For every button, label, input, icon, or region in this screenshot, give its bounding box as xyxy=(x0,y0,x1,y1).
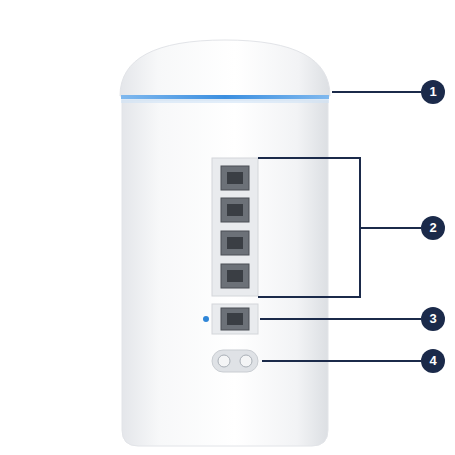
callout-number: 1 xyxy=(421,80,445,104)
callout-circles xyxy=(421,80,445,373)
callout-number: 2 xyxy=(421,216,445,240)
callout-number: 3 xyxy=(421,307,445,331)
callout-number: 4 xyxy=(421,349,445,373)
leader-lines xyxy=(258,92,421,361)
